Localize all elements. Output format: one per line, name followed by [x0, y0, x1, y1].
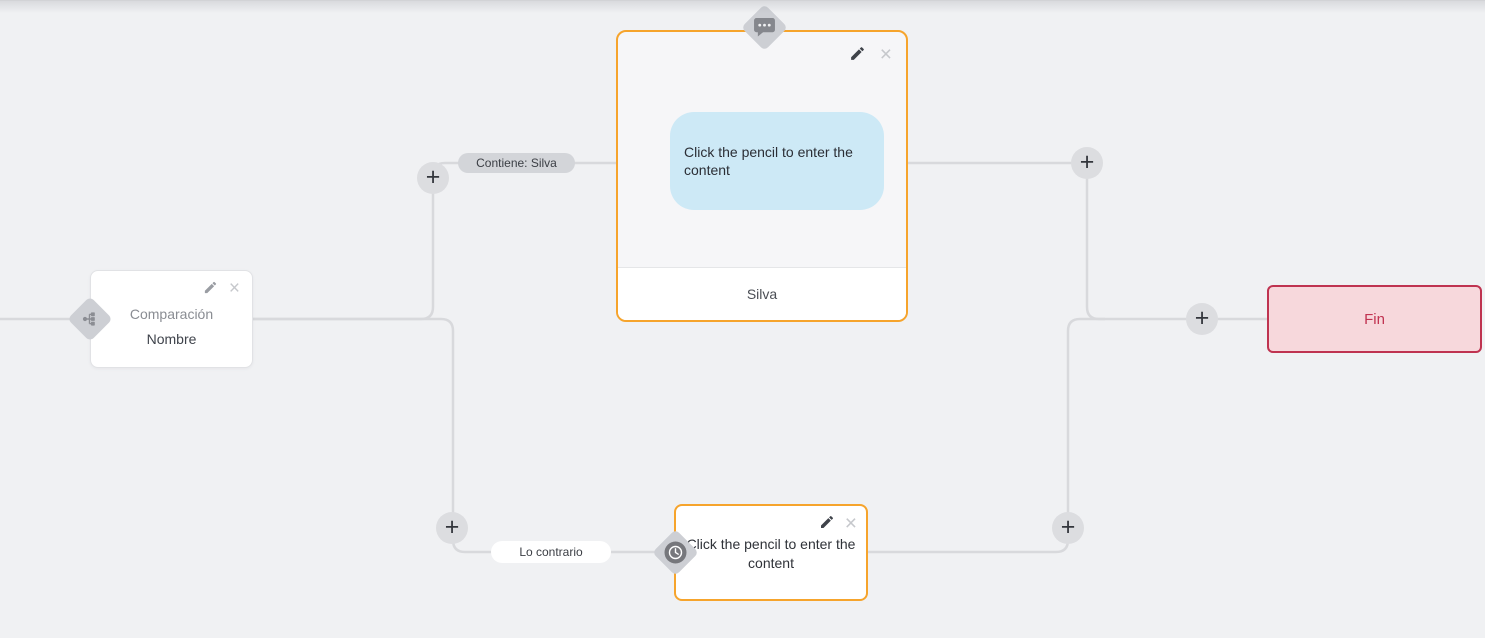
message-bubble[interactable]: Click the pencil to enter the content — [670, 112, 884, 210]
end-node[interactable]: Fin — [1267, 285, 1482, 353]
message-bubble-text: Click the pencil to enter the content — [684, 143, 853, 178]
pencil-icon — [203, 280, 218, 297]
close-icon: × — [879, 43, 892, 66]
delete-button[interactable]: × — [229, 279, 240, 298]
message-node[interactable]: × Click the pencil to enter the content … — [616, 30, 908, 322]
close-icon: × — [228, 278, 240, 299]
plus-icon: + — [1079, 147, 1095, 176]
edit-button[interactable] — [819, 514, 835, 532]
fallback-node-text: Click the pencil to enter the content — [686, 536, 856, 571]
plus-icon: + — [425, 162, 441, 191]
pencil-icon — [819, 514, 835, 532]
edge-label-otherwise: Lo contrario — [491, 541, 611, 563]
comparison-node[interactable]: × Comparación Nombre — [90, 270, 253, 368]
sitemap-icon — [82, 311, 98, 327]
message-node-body: Click the pencil to enter the content — [618, 32, 906, 267]
message-node-footer: Silva — [618, 267, 906, 320]
edit-button[interactable] — [203, 280, 218, 297]
plus-icon: + — [444, 512, 460, 541]
plus-icon: + — [1060, 512, 1076, 541]
edge-branch-bottom — [253, 317, 676, 554]
add-node-button-after-message[interactable]: + — [1071, 147, 1103, 179]
clock-icon — [664, 541, 687, 564]
delete-button[interactable]: × — [880, 44, 892, 65]
add-node-button-branch-top[interactable]: + — [417, 162, 449, 194]
message-node-connector[interactable] — [741, 4, 788, 51]
comparison-node-type: Comparación — [129, 305, 214, 322]
comparison-node-connector[interactable] — [67, 296, 113, 342]
edit-button[interactable] — [849, 45, 866, 64]
add-node-button-before-end[interactable]: + — [1186, 303, 1218, 335]
delete-button[interactable]: × — [845, 513, 857, 534]
add-node-button-branch-bottom[interactable]: + — [436, 512, 468, 544]
fallback-node[interactable]: × Click the pencil to enter the content — [674, 504, 868, 601]
edge-message-out — [908, 161, 1267, 321]
pencil-icon — [849, 45, 866, 64]
fallback-node-connector[interactable] — [652, 529, 699, 576]
edge-label-contains: Contiene: Silva — [458, 153, 575, 173]
chat-bubble-icon — [754, 18, 775, 37]
plus-icon: + — [1194, 303, 1210, 332]
close-icon: × — [844, 512, 857, 535]
add-node-button-after-fallback[interactable]: + — [1052, 512, 1084, 544]
comparison-node-title: Nombre — [146, 330, 197, 347]
edge-fallback-out — [868, 317, 1105, 554]
